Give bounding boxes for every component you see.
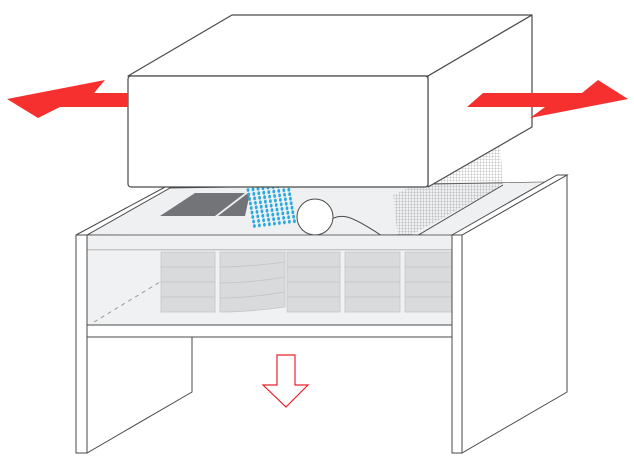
left-panel-side xyxy=(86,336,193,454)
water-droplet xyxy=(279,198,282,202)
water-droplet xyxy=(269,203,273,208)
shelf xyxy=(86,324,453,338)
water-droplet xyxy=(261,213,265,218)
water-droplet xyxy=(264,204,268,209)
water-droplet xyxy=(276,212,280,216)
water-droplet xyxy=(263,195,266,200)
water-droplet xyxy=(290,205,294,210)
water-droplet xyxy=(282,216,285,220)
water-droplet xyxy=(284,201,288,206)
water-droplet xyxy=(274,198,277,203)
right-panel-front xyxy=(451,234,463,454)
left-panel-front xyxy=(75,234,88,454)
water-droplet xyxy=(258,223,261,228)
water-droplet xyxy=(263,222,266,227)
water-droplet xyxy=(247,192,251,197)
water-droplet xyxy=(283,220,286,225)
water-droplet xyxy=(285,206,289,211)
water-droplet xyxy=(268,222,271,227)
water-droplet xyxy=(284,197,287,202)
water-droplet xyxy=(259,204,263,209)
water-droplet xyxy=(256,214,260,219)
hidden-edge xyxy=(93,281,161,323)
arrow-left-icon xyxy=(7,80,128,118)
water-droplet xyxy=(283,192,286,197)
roller xyxy=(296,198,334,236)
water-droplet xyxy=(255,210,259,214)
water-droplet xyxy=(253,196,256,201)
water-droplet xyxy=(250,210,254,215)
water-droplet xyxy=(253,224,256,228)
water-droplet xyxy=(257,219,260,223)
belt-wave xyxy=(87,182,555,249)
water-droplet xyxy=(292,214,295,219)
water-droplet xyxy=(248,197,252,201)
water-droplet xyxy=(259,200,262,205)
water-droplet xyxy=(279,202,283,207)
water-droplet xyxy=(267,217,270,222)
stacked-modules xyxy=(160,251,453,313)
water-droplet xyxy=(262,218,265,223)
water-droplet xyxy=(288,219,291,224)
water-droplet xyxy=(291,210,295,215)
water-droplet xyxy=(286,210,290,215)
water-droplet xyxy=(272,217,275,222)
top-box-front xyxy=(127,75,429,188)
water-droplet xyxy=(267,190,271,195)
water-droplet xyxy=(287,187,291,192)
water-droplet xyxy=(275,207,279,212)
water-droplet xyxy=(274,203,278,207)
water-droplet xyxy=(269,199,272,204)
water-droplet xyxy=(278,221,281,225)
water-droplet xyxy=(251,215,255,219)
water-droplet xyxy=(293,219,296,224)
water-droplet xyxy=(281,211,285,216)
water-droplet xyxy=(277,216,280,221)
table-front-band xyxy=(86,234,453,251)
water-droplet xyxy=(288,192,291,197)
water-droplet xyxy=(271,212,275,217)
water-droplet xyxy=(266,213,270,218)
water-droplet xyxy=(273,194,276,198)
water-droplet xyxy=(287,215,290,220)
water-droplet xyxy=(272,189,276,194)
water-droplet xyxy=(273,221,276,226)
water-droplet xyxy=(254,205,258,210)
water-droplet xyxy=(257,191,261,196)
water-droplet xyxy=(289,196,292,201)
water-droplet xyxy=(252,219,256,224)
water-droplet xyxy=(249,201,252,206)
water-droplet xyxy=(289,201,293,206)
dark-plate xyxy=(218,193,250,216)
mesh-filter xyxy=(393,145,503,242)
water-droplet xyxy=(277,189,281,193)
arrow-down-outline-icon xyxy=(261,354,310,408)
water-droplet xyxy=(262,190,266,195)
water-droplet xyxy=(282,188,286,193)
water-droplet xyxy=(251,187,255,192)
water-droplet xyxy=(278,193,281,198)
water-droplet xyxy=(260,209,264,214)
water-droplet xyxy=(270,208,274,213)
arrow-right-icon xyxy=(467,80,628,118)
water-droplet xyxy=(256,186,260,191)
water-droplet xyxy=(265,208,269,213)
water-droplet xyxy=(264,199,267,204)
water-droplet xyxy=(280,207,284,211)
water-droplet xyxy=(254,201,257,205)
water-droplet xyxy=(258,195,261,200)
water-droplet xyxy=(252,192,256,196)
dark-plate xyxy=(160,193,245,216)
water-droplet xyxy=(249,206,253,210)
water-droplet xyxy=(246,188,250,192)
water-droplet xyxy=(268,194,271,199)
